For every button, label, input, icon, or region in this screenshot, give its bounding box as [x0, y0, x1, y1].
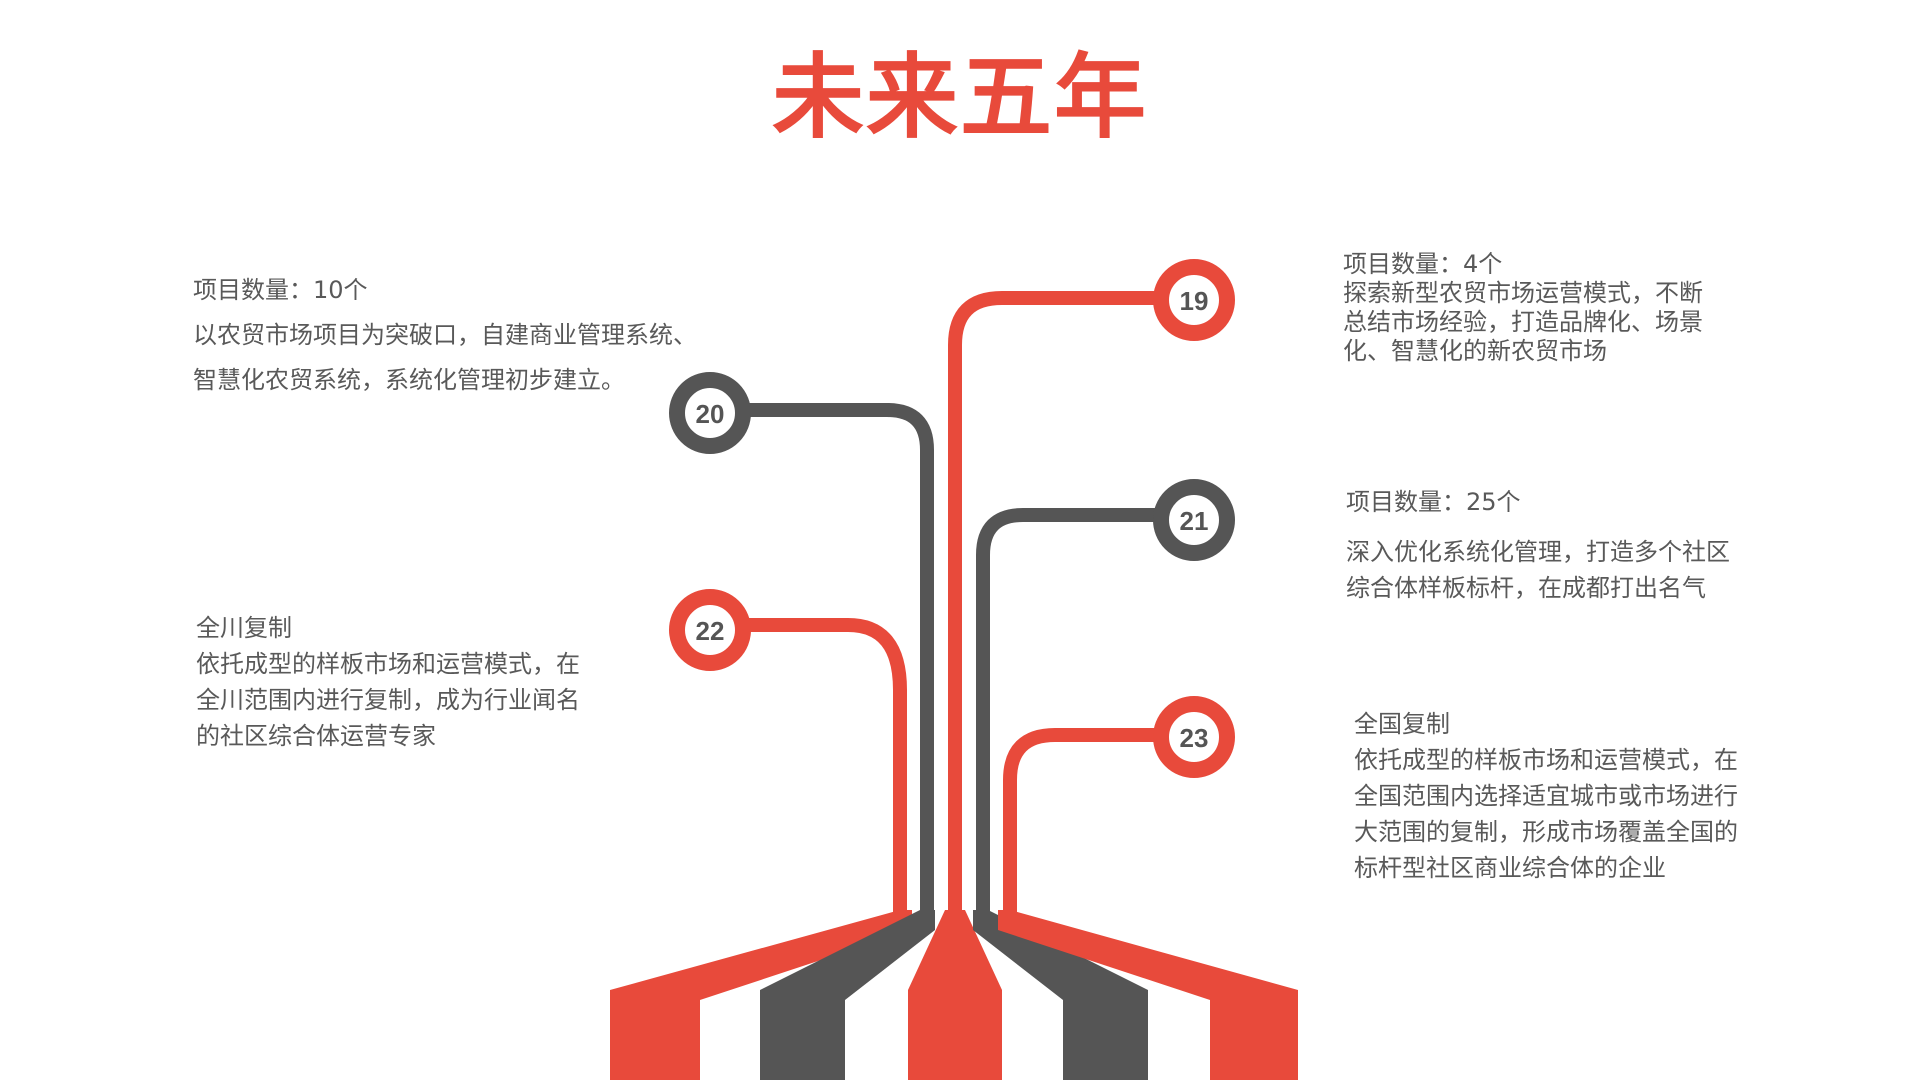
- text-block-19: 项目数量：4个 探索新型农贸市场运营模式，不断 总结市场经验，打造品牌化、场景 …: [1343, 250, 1703, 366]
- node-21: 21: [1153, 479, 1235, 561]
- block-heading: 项目数量：10个: [193, 276, 368, 304]
- block-line: 探索新型农贸市场运营模式，不断: [1343, 279, 1703, 307]
- branch-20: [712, 403, 934, 912]
- node-label-19: 19: [1180, 286, 1209, 316]
- block-line: 化、智慧化的新农贸市场: [1343, 337, 1607, 365]
- node-label-22: 22: [696, 616, 725, 646]
- block-line: 全川范围内进行复制，成为行业闻名: [196, 686, 580, 714]
- block-line: 的社区综合体运营专家: [196, 722, 436, 750]
- node-label-21: 21: [1180, 506, 1209, 536]
- branches: [712, 291, 1160, 912]
- block-line: 总结市场经验，打造品牌化、场景: [1343, 308, 1703, 336]
- block-line: 综合体样板标杆，在成都打出名气: [1346, 574, 1706, 602]
- text-block-21: 项目数量：25个 深入优化系统化管理，打造多个社区 综合体样板标杆，在成都打出名…: [1346, 484, 1730, 606]
- block-heading: 项目数量：25个: [1346, 488, 1521, 516]
- block-line: 大范围的复制，形成市场覆盖全国的: [1354, 818, 1738, 846]
- node-23: 23: [1153, 696, 1235, 778]
- block-heading: 全川复制: [196, 614, 292, 642]
- text-block-22: 全川复制 依托成型的样板市场和运营模式，在 全川范围内进行复制，成为行业闻名 的…: [196, 610, 580, 754]
- page-title: 未来五年: [771, 44, 1148, 151]
- block-line: 深入优化系统化管理，打造多个社区: [1346, 538, 1730, 566]
- branch-19: [948, 291, 1158, 912]
- stripe-right-red: [998, 910, 1298, 1080]
- block-line: 标杆型社区商业综合体的企业: [1354, 854, 1666, 882]
- branch-23: [1003, 728, 1160, 912]
- branch-21: [976, 508, 1160, 912]
- block-line: 依托成型的样板市场和运营模式，在: [196, 650, 580, 678]
- block-line: 依托成型的样板市场和运营模式，在: [1354, 746, 1738, 774]
- branch-22: [713, 618, 907, 912]
- node-19: 19: [1153, 259, 1235, 341]
- block-line: 智慧化农贸系统，系统化管理初步建立。: [193, 366, 625, 394]
- node-label-23: 23: [1180, 723, 1209, 753]
- stripe-center-red: [908, 910, 1002, 1080]
- block-heading: 项目数量：4个: [1343, 250, 1503, 278]
- node-22: 22: [669, 589, 751, 671]
- base-stripes: [610, 910, 1298, 1080]
- stripe-right-dark: [973, 910, 1148, 1080]
- text-block-20: 项目数量：10个 以农贸市场项目为突破口，自建商业管理系统、 智慧化农贸系统，系…: [193, 268, 697, 403]
- node-label-20: 20: [696, 399, 725, 429]
- block-heading: 全国复制: [1354, 710, 1450, 738]
- stripe-left-dark: [760, 910, 935, 1080]
- node-20: 20: [669, 372, 751, 454]
- text-block-23: 全国复制 依托成型的样板市场和运营模式，在 全国范围内选择适宜城市或市场进行 大…: [1354, 706, 1738, 886]
- block-line: 全国范围内选择适宜城市或市场进行: [1354, 782, 1738, 810]
- block-line: 以农贸市场项目为突破口，自建商业管理系统、: [193, 321, 697, 349]
